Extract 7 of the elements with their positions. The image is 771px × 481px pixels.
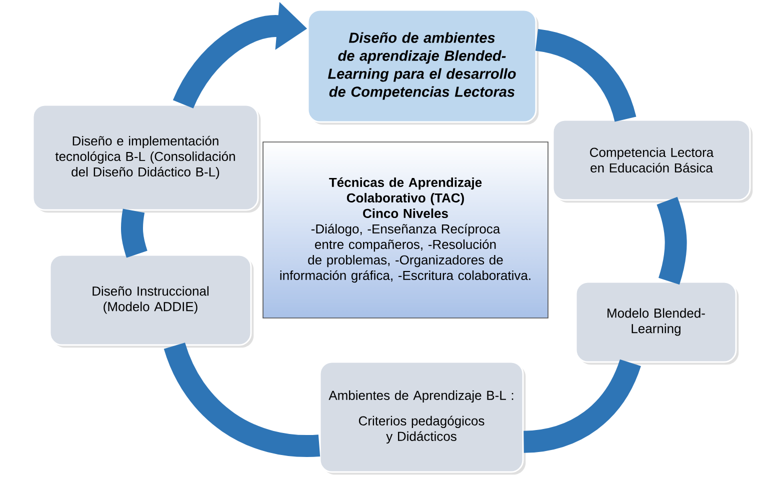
stage-box: Diseño e implementación tecnológica B-L (Consolidación del Diseño Didáctico B-L): [32, 104, 261, 213]
stage-box: Modelo Blended-Learning: [575, 281, 739, 365]
techniques-box: Técnicas de Aprendizaje Colaborativo (TAC) Cinco Niveles -Diálogo, -Enseñanza Recíproca entre compañeros, -Resolución de problemas, -Organizadores de información gráfica, -Escritura colaborativa.: [262, 142, 548, 318]
stage-box: Competencia Lectora en Educación Básica: [552, 119, 753, 203]
goal-box: Diseño de ambientes de aprendizaje Blended-Learning para el desarrollo de Competencias Lectoras: [307, 9, 539, 125]
stage-box: Diseño Instruccional (Modelo ADDIE): [49, 254, 254, 348]
stage-box: Ambientes de Aprendizaje B-L : Criterios pedagógicos y Didácticos: [319, 361, 526, 475]
